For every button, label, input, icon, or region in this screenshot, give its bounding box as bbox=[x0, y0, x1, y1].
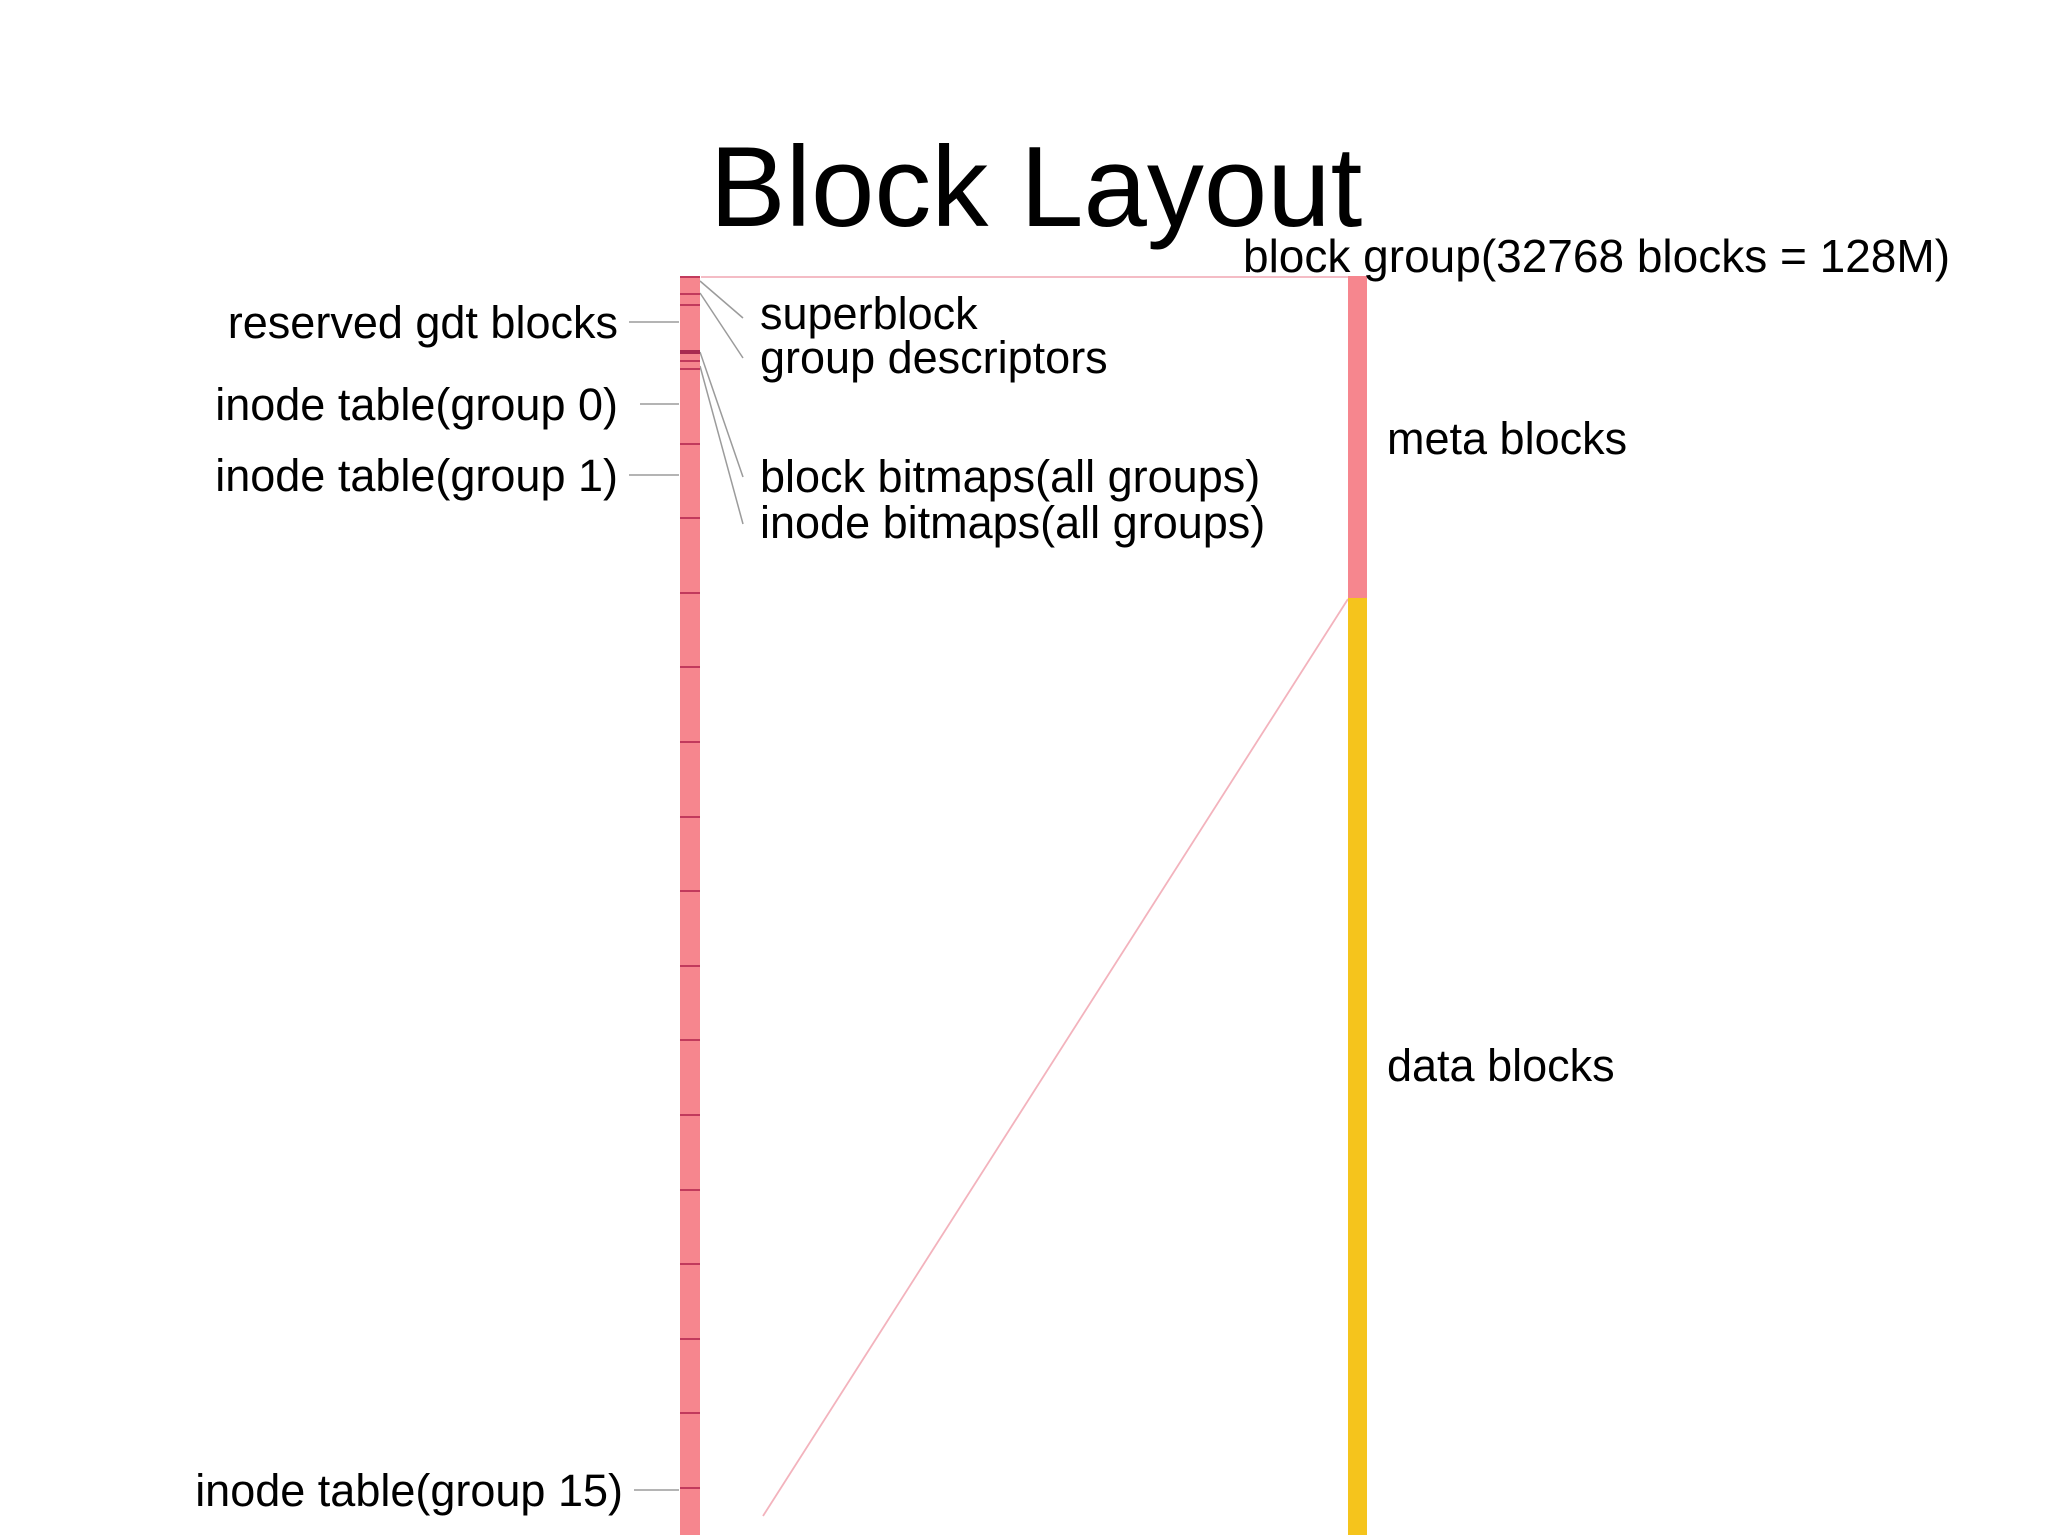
right-bar bbox=[1348, 276, 1367, 1535]
left-bar bbox=[680, 276, 700, 1535]
segment-separator bbox=[680, 666, 700, 669]
fan-line-group-descriptors bbox=[699, 292, 744, 359]
callout-inode-bitmaps: inode bitmaps(all groups) bbox=[760, 497, 1266, 548]
segment-separator bbox=[680, 293, 700, 295]
label-reserved-gdt-blocks: reserved gdt blocks bbox=[227, 297, 618, 348]
callout-superblock-group-descriptors: superblock group descriptors bbox=[760, 288, 1108, 383]
callout-bitmaps: block bitmaps(all groups) inode bitmaps(… bbox=[760, 454, 1265, 546]
guide-line-diagonal bbox=[762, 598, 1349, 1517]
segment-separator bbox=[680, 517, 700, 520]
page-title: Block Layout bbox=[709, 124, 1363, 251]
fan-line-inode-bitmaps bbox=[699, 365, 744, 525]
label-data-blocks: data blocks bbox=[1387, 1040, 1615, 1091]
segment-separator bbox=[680, 442, 700, 445]
segment-separator bbox=[680, 815, 700, 818]
segment-separator bbox=[680, 964, 700, 967]
segment-separator bbox=[680, 1487, 700, 1489]
meta-blocks-segment bbox=[1348, 276, 1367, 598]
callout-group-descriptors: group descriptors bbox=[760, 332, 1108, 383]
segment-separator bbox=[680, 1039, 700, 1042]
segment-separator bbox=[680, 1412, 700, 1415]
segment-separator bbox=[680, 1114, 700, 1116]
callout-superblock: superblock bbox=[760, 288, 978, 339]
fan-line-block-bitmaps bbox=[699, 351, 744, 478]
segment-separator bbox=[680, 1188, 700, 1191]
fan-line-superblock bbox=[699, 280, 744, 319]
segment-separator bbox=[680, 304, 700, 306]
segment-separator bbox=[680, 360, 700, 362]
label-inode-table-group-0: inode table(group 0) bbox=[215, 379, 618, 430]
segment-separator bbox=[680, 350, 700, 354]
segment-separator bbox=[680, 1263, 700, 1266]
segment-separator bbox=[680, 1337, 700, 1340]
data-blocks-segment bbox=[1348, 598, 1367, 1535]
label-meta-blocks: meta blocks bbox=[1387, 413, 1628, 464]
segment-separator bbox=[680, 368, 700, 370]
label-block-group: block group(32768 blocks = 128M) bbox=[1243, 230, 1951, 282]
segment-separator bbox=[680, 890, 700, 893]
label-inode-table-group-1: inode table(group 1) bbox=[215, 450, 618, 501]
label-inode-table-group-15: inode table(group 15) bbox=[195, 1465, 623, 1516]
segment-separator bbox=[680, 741, 700, 743]
segment-separator bbox=[680, 591, 700, 594]
callout-block-bitmaps: block bitmaps(all groups) bbox=[760, 451, 1261, 502]
